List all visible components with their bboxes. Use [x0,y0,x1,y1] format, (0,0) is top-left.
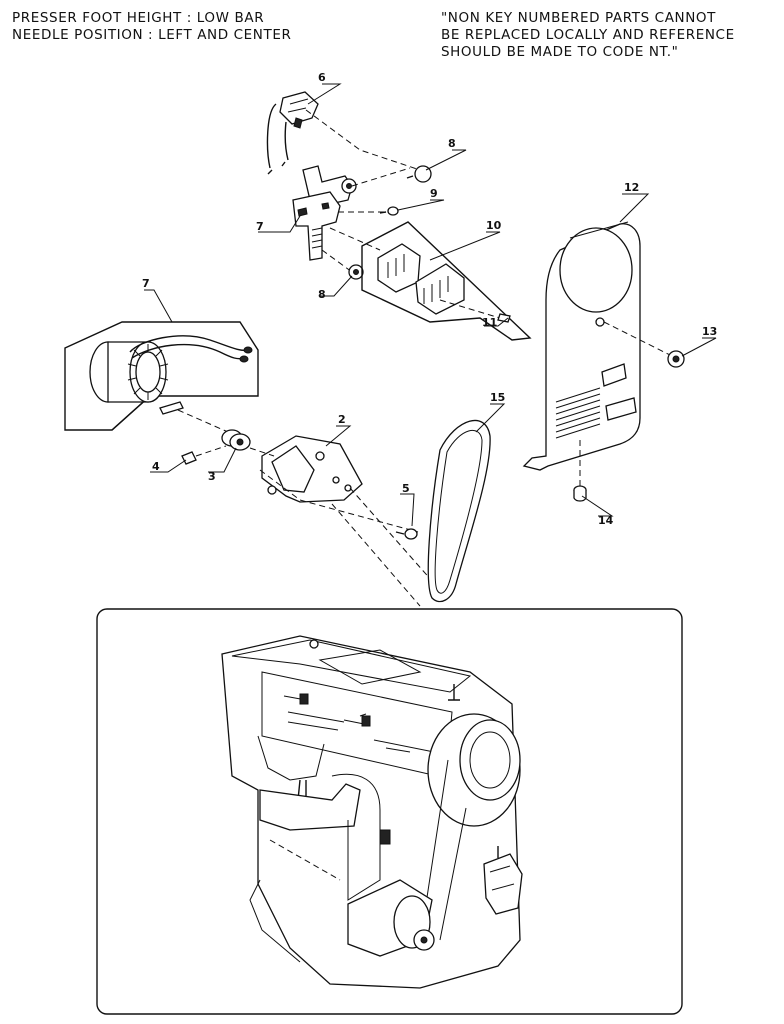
part-2-motor-bracket [261,435,363,503]
header-right-line-3: SHOULD BE MADE TO CODE NT." [441,44,679,60]
part-8-screw-lower [348,264,364,280]
header-left-line-1: PRESSER FOOT HEIGHT : LOW BAR [12,10,265,26]
part-9-screw [379,206,399,216]
callout-8-upper: 8 [448,137,456,150]
part-13-screw [667,350,685,368]
header-left-notes: PRESSER FOOT HEIGHT : LOW BAR NEEDLE POS… [12,10,291,44]
header-right-line-1: "NON KEY NUMBERED PARTS CANNOT [441,10,717,26]
part-12-rear-cover [522,221,641,471]
callout-leaders [144,83,717,527]
header-right-line-2: BE REPLACED LOCALLY AND REFERENCE [441,27,735,43]
callout-12: 12 [624,181,639,194]
callout-14: 14 [598,514,614,527]
part-15-drive-belt [427,419,491,603]
part-14-rubber-foot [573,485,587,502]
part-6-switch-bracket [266,91,319,175]
callout-4: 4 [152,460,160,473]
part-3-pulley [221,429,251,451]
part-7-motor [64,321,259,431]
inset-machine-view [96,608,683,1015]
callout-7-lower: 7 [142,277,150,290]
callout-6: 6 [318,71,326,84]
callout-2: 2 [338,413,346,426]
header-left-line-2: NEEDLE POSITION : LEFT AND CENTER [12,27,292,43]
callout-7-upper: 7 [256,220,264,233]
header-right-notice: "NON KEY NUMBERED PARTS CANNOT BE REPLAC… [441,10,735,61]
callout-11: 11 [482,316,497,329]
callout-9: 9 [430,187,438,200]
callout-labels: 6 8 9 7 10 8 11 12 13 7 2 15 4 3 5 14 [142,71,717,527]
callout-5: 5 [402,482,410,495]
part-7-terminal-bracket [292,165,357,261]
callout-10: 10 [486,219,502,232]
callout-15: 15 [490,391,505,404]
callout-8-lower: 8 [318,288,326,301]
callout-3: 3 [208,470,216,483]
part-8-screw-upper [406,165,432,183]
part-10-switch-box [361,221,532,341]
part-4-set-screw [181,451,197,465]
callout-13: 13 [702,325,717,338]
part-5-screw [395,528,418,540]
